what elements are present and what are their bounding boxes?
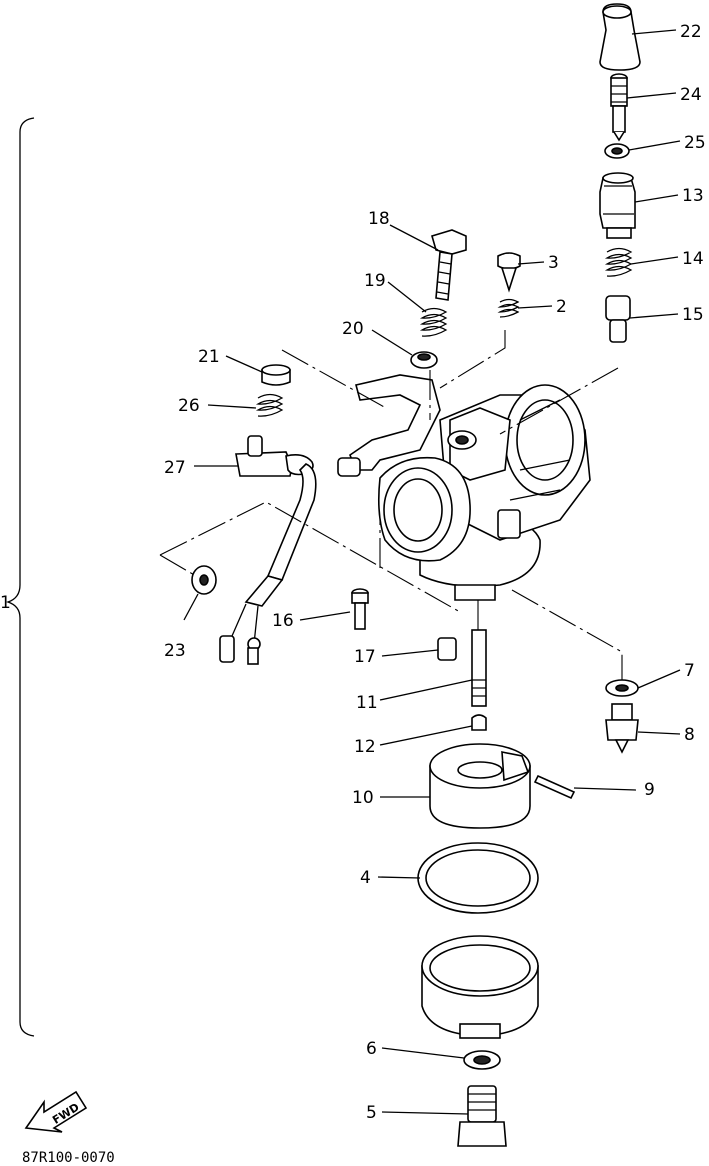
part-2-spring (497, 298, 520, 318)
part-6-washer (463, 1050, 501, 1070)
part-24-needle-jet (610, 73, 628, 142)
part-8-valve (605, 703, 639, 754)
part-26-spring (255, 393, 284, 417)
callout-19: 19 (364, 271, 386, 291)
carburetor-body (337, 374, 591, 601)
callout-17: 17 (354, 647, 376, 667)
callout-13: 13 (682, 186, 704, 206)
part-20-washer (410, 351, 438, 369)
assembly-lines (159, 330, 623, 680)
callout-25: 25 (684, 133, 706, 153)
callout-27: 27 (164, 458, 186, 478)
callout-2: 2 (556, 297, 567, 317)
callout-labels: 22 24 25 13 14 15 18 19 20 3 2 21 26 27 … (164, 22, 706, 1123)
callout-11: 11 (356, 693, 378, 713)
part-4-gasket (417, 842, 539, 914)
part-3-screw (497, 252, 521, 293)
part-23-grommet (191, 565, 217, 595)
part-17-plug (437, 637, 457, 661)
part-21-cap (261, 364, 291, 386)
callout-23: 23 (164, 641, 186, 661)
callout-7: 7 (684, 661, 695, 681)
part-15-plunger (605, 295, 631, 343)
part-12-jet (471, 714, 487, 731)
callout-4: 4 (360, 868, 371, 888)
leader-lines (183, 29, 681, 1115)
fwd-arrow-icon: FWD (24, 1090, 88, 1133)
callout-8: 8 (684, 725, 695, 745)
callout-14: 14 (682, 249, 704, 269)
part-14-spring (604, 247, 633, 277)
part-7-washer (605, 679, 639, 697)
callout-15: 15 (682, 305, 704, 325)
part-10-float (429, 743, 531, 829)
callout-26: 26 (178, 396, 200, 416)
part-float-bowl (421, 935, 539, 1039)
assembly-bracket: 1 (0, 117, 35, 1037)
assembly-number-label: 1 (0, 593, 11, 613)
callout-5: 5 (366, 1103, 377, 1123)
callout-10: 10 (352, 788, 374, 808)
callout-3: 3 (548, 253, 559, 273)
part-9-pin (533, 774, 576, 800)
part-13-body (599, 172, 636, 239)
callout-22: 22 (680, 22, 702, 42)
part-16-screw (351, 588, 369, 630)
callout-9: 9 (644, 780, 655, 800)
callout-21: 21 (198, 347, 220, 367)
callout-16: 16 (272, 611, 294, 631)
callout-24: 24 (680, 85, 702, 105)
part-27-choke-cable (219, 435, 317, 665)
part-22-cap (599, 3, 641, 71)
callout-18: 18 (368, 209, 390, 229)
part-11-needle (471, 629, 487, 707)
callout-12: 12 (354, 737, 376, 757)
callout-20: 20 (342, 319, 364, 339)
callout-6: 6 (366, 1039, 377, 1059)
part-25-nut (604, 143, 630, 159)
diagram-caption: 87R100-0070 (22, 1150, 115, 1166)
part-19-spring (419, 307, 448, 337)
part-5-drain-plug (457, 1085, 507, 1147)
part-18-adjust-screw (431, 229, 467, 301)
